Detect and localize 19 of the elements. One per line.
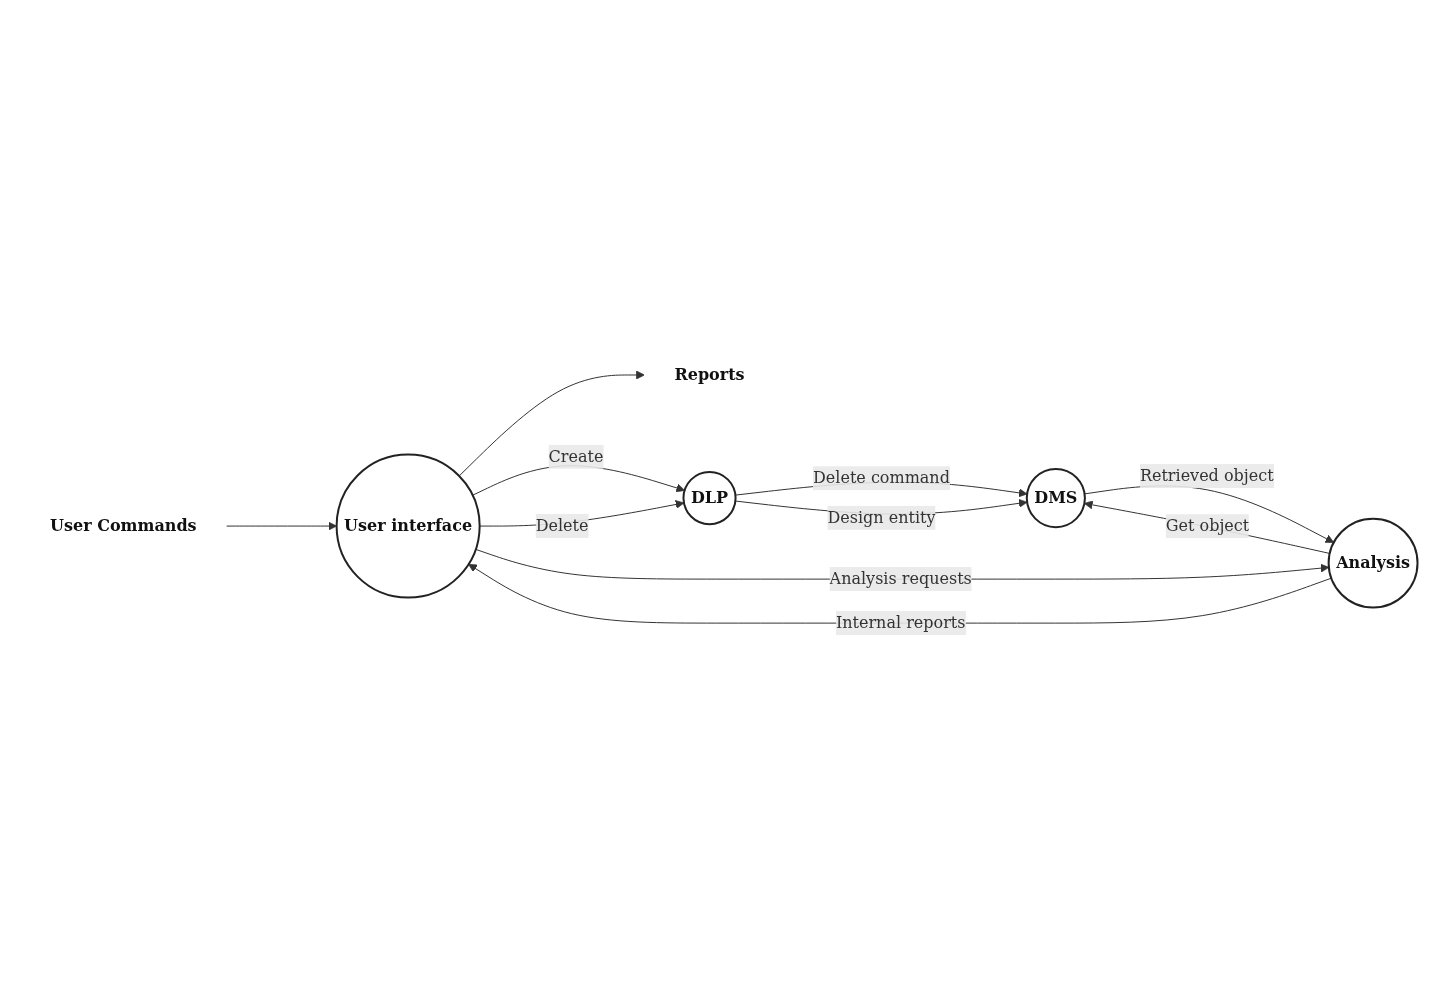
arrow [1083,500,1330,555]
node-circle: Analysis [1327,518,1419,609]
edge-label: Delete command [812,468,950,488]
edge-label: Retrieved object [1139,466,1274,486]
edge-label: Create [548,447,604,467]
node-text: User Commands [49,516,197,536]
edge-label: Get object [1165,516,1249,536]
node-circle: DMS [1025,468,1086,529]
node-circle: DLP [682,471,737,526]
edge-label: Internal reports [835,613,966,633]
node-text: Reports [674,365,745,385]
edge-label: Analysis requests [829,569,972,589]
arrow [467,564,1332,625]
node-circle: User interface [335,454,481,600]
edge-label: Design entity [827,508,936,528]
arrow [225,522,337,531]
edge-label: Delete [535,516,589,536]
arrow [1083,485,1334,544]
arrow [458,371,645,477]
